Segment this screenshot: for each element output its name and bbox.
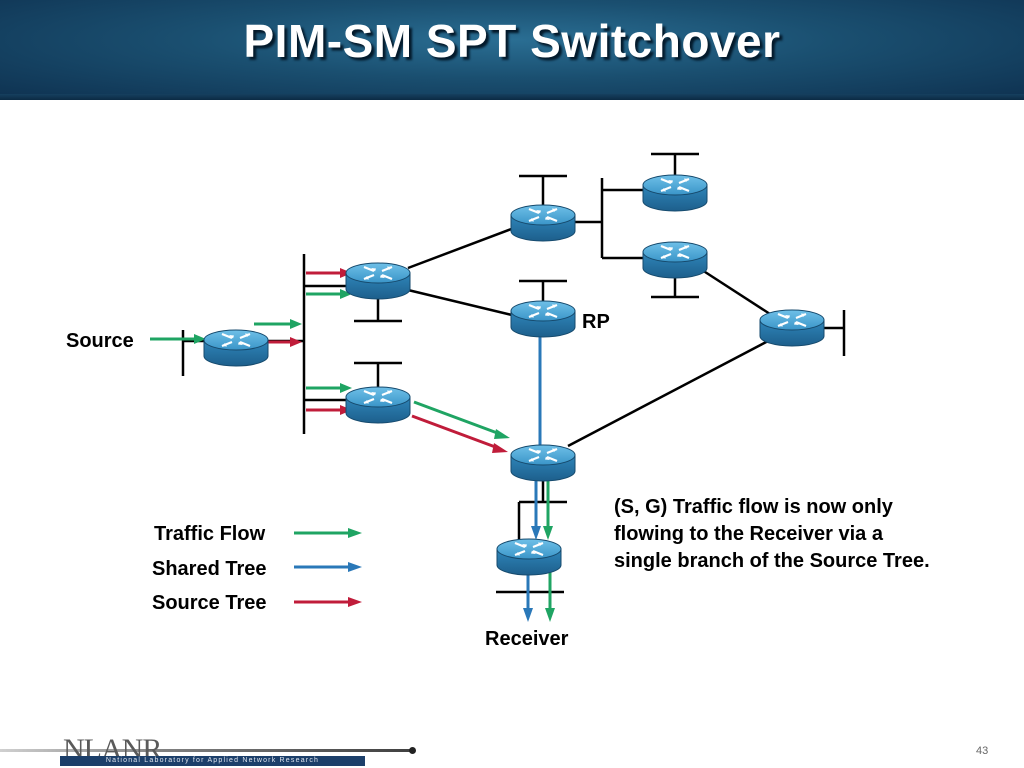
legend-label: Source Tree	[152, 592, 267, 614]
legend-label: Traffic Flow	[154, 523, 266, 545]
arrow-icon	[348, 528, 362, 538]
receiver-label: Receiver	[485, 628, 569, 650]
explanation-note: (S, G) Traffic flow is now only flowing …	[614, 496, 930, 572]
router-icon	[509, 443, 577, 483]
router-icon	[509, 203, 577, 243]
network-links	[181, 152, 846, 594]
router-icon	[344, 385, 412, 425]
logo-subtitle: National Laboratory for Applied Network …	[60, 756, 365, 766]
shared-tree-path	[523, 336, 542, 622]
title-banner: PIM-SM SPT Switchover	[0, 0, 1024, 100]
page-number: 43	[976, 745, 989, 757]
footer-rule	[0, 749, 412, 752]
page-title: PIM-SM SPT Switchover	[243, 15, 781, 67]
source-label: Source	[66, 330, 134, 352]
arrow-icon	[348, 597, 362, 607]
router-icon	[202, 328, 270, 368]
arrow-icon	[348, 562, 362, 572]
footer-dot	[409, 747, 416, 754]
legend: Traffic Flow Shared Tree Source Tree	[152, 523, 362, 614]
router-icon	[344, 261, 412, 301]
router-icon	[641, 240, 709, 280]
router-icon	[758, 308, 826, 348]
source-tree-arrows	[254, 268, 508, 453]
rp-label: RP	[582, 311, 610, 333]
router-icon	[641, 173, 709, 213]
traffic-flow-arrows	[150, 289, 555, 622]
legend-label: Shared Tree	[152, 558, 267, 580]
router-icon	[509, 299, 577, 339]
router-icon	[495, 537, 563, 577]
